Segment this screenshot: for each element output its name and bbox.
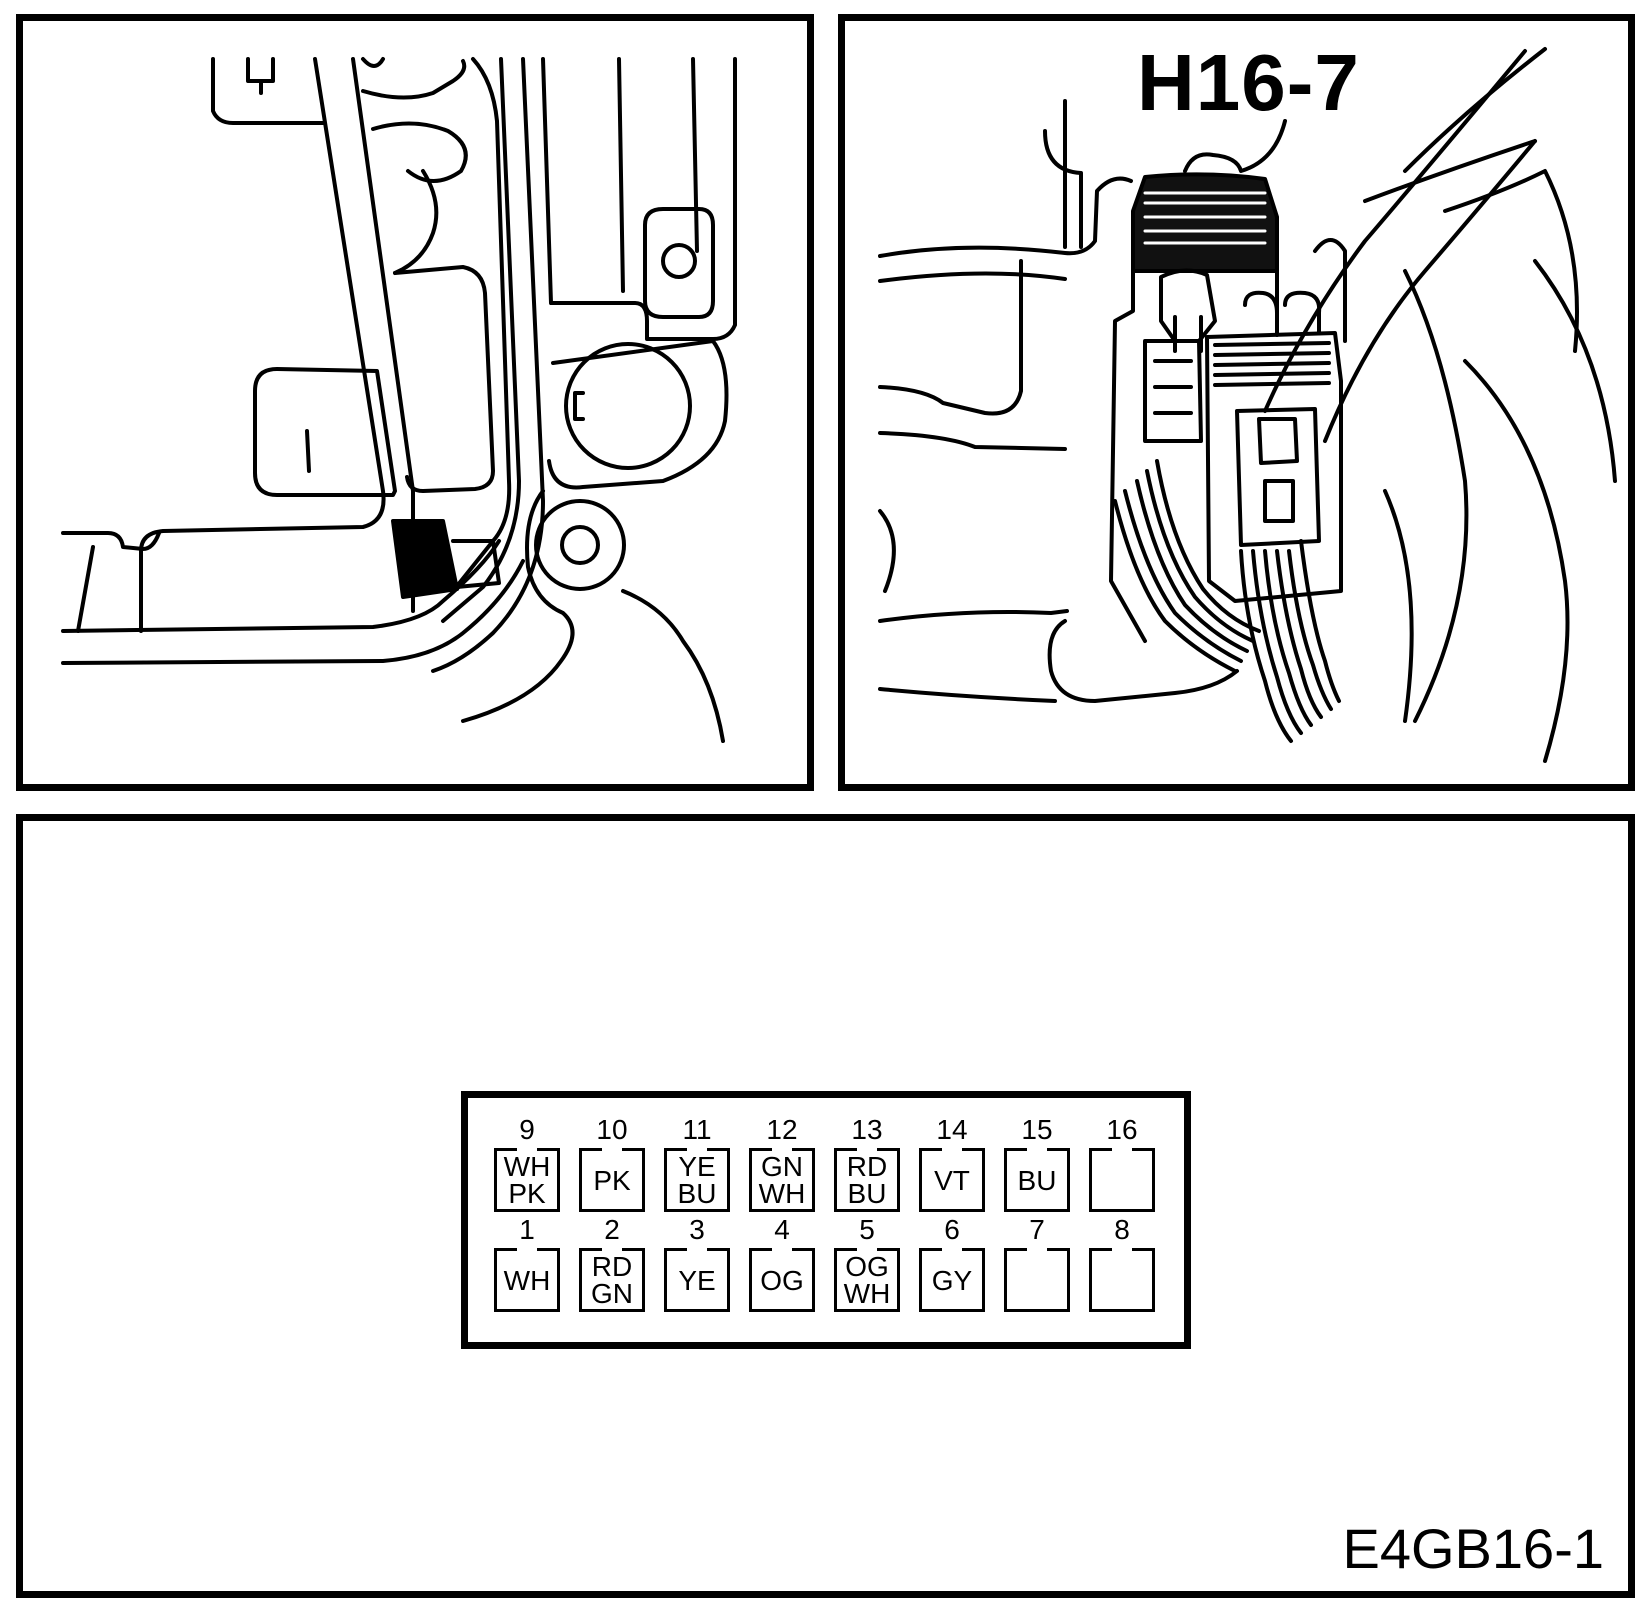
- pin-cavity-notch: [602, 1145, 622, 1153]
- pin-cavity: [1089, 1248, 1155, 1312]
- pin-number: 8: [1114, 1214, 1130, 1245]
- wire-color-code: PK: [508, 1178, 546, 1209]
- pin-cavity: OG: [749, 1248, 815, 1312]
- pin-cavity: VT: [919, 1148, 985, 1212]
- pin-number: 1: [519, 1214, 535, 1245]
- pin-cavity-notch: [942, 1145, 962, 1153]
- wire-color-code: VT: [934, 1164, 970, 1196]
- wire-color-code: BU: [1017, 1164, 1057, 1196]
- pin-cavity: [1004, 1248, 1070, 1312]
- wire-color-code: GN: [591, 1278, 633, 1309]
- pin-cavity-notch: [772, 1145, 792, 1153]
- pin-number: 16: [1106, 1114, 1138, 1145]
- pin-cavity-notch: [942, 1245, 962, 1253]
- wire-color-code: PK: [593, 1164, 631, 1196]
- pin-cavity-notch: [687, 1245, 707, 1253]
- pin-number: 2: [604, 1214, 620, 1245]
- pin-number: 5: [859, 1214, 875, 1245]
- wire-color-code: WH: [503, 1151, 551, 1182]
- pin-number: 4: [774, 1214, 790, 1245]
- pin-cavity-notch: [772, 1245, 792, 1253]
- pin-cavity-notch: [1112, 1245, 1132, 1253]
- pin-cavity-notch: [602, 1245, 622, 1253]
- vehicle-interior-drawing: [61, 57, 737, 743]
- wire-color-code: YE: [678, 1151, 716, 1182]
- wire-color-code: YE: [678, 1264, 716, 1296]
- pin-number: 12: [766, 1114, 798, 1145]
- location-illustration-panel: [16, 14, 814, 791]
- pin-cavity: [1089, 1148, 1155, 1212]
- connector-closeup-drawing: [878, 47, 1617, 763]
- wire-color-code: WH: [503, 1264, 551, 1296]
- pin-cavity-notch: [857, 1245, 877, 1253]
- connector-closeup-panel: H16-7: [838, 14, 1635, 791]
- connector-callout-label: H16-7: [1137, 38, 1360, 127]
- wire-color-code: WH: [758, 1178, 806, 1209]
- wire-color-code: RD: [846, 1151, 888, 1182]
- pin-number: 14: [936, 1114, 968, 1145]
- pin-number: 3: [689, 1214, 705, 1245]
- wire-color-code: GY: [931, 1264, 973, 1296]
- pin-cavity-notch: [1112, 1145, 1132, 1153]
- wire-color-code: WH: [843, 1278, 891, 1309]
- pin-number: 6: [944, 1214, 960, 1245]
- pin-cavity-notch: [517, 1145, 537, 1153]
- pin-number: 11: [682, 1114, 712, 1145]
- pin-cavity: WH: [494, 1248, 560, 1312]
- pin-cavity-notch: [1027, 1145, 1047, 1153]
- pin-cavity-notch: [1027, 1245, 1047, 1253]
- wire-color-code: GN: [761, 1151, 803, 1182]
- pin-cavity: BU: [1004, 1148, 1070, 1212]
- pin-cavity: YE: [664, 1248, 730, 1312]
- pin-cavity-notch: [687, 1145, 707, 1153]
- pin-number: 10: [596, 1114, 628, 1145]
- pin-cavity: PK: [579, 1148, 645, 1212]
- wire-color-code: BU: [677, 1178, 717, 1209]
- figure-id: E4GB16-1: [1342, 1517, 1605, 1580]
- wire-color-code: BU: [847, 1178, 887, 1209]
- pin-number: 7: [1029, 1214, 1045, 1245]
- pin-number: 9: [519, 1114, 535, 1145]
- pin-cavity-notch: [857, 1145, 877, 1153]
- pin-cavity: GY: [919, 1248, 985, 1312]
- wire-color-code: RD: [591, 1251, 633, 1282]
- pin-cavity-notch: [517, 1245, 537, 1253]
- pin-number: 13: [851, 1114, 883, 1145]
- pin-number: 15: [1021, 1114, 1053, 1145]
- wire-color-code: OG: [845, 1251, 889, 1282]
- wire-color-code: OG: [760, 1264, 804, 1296]
